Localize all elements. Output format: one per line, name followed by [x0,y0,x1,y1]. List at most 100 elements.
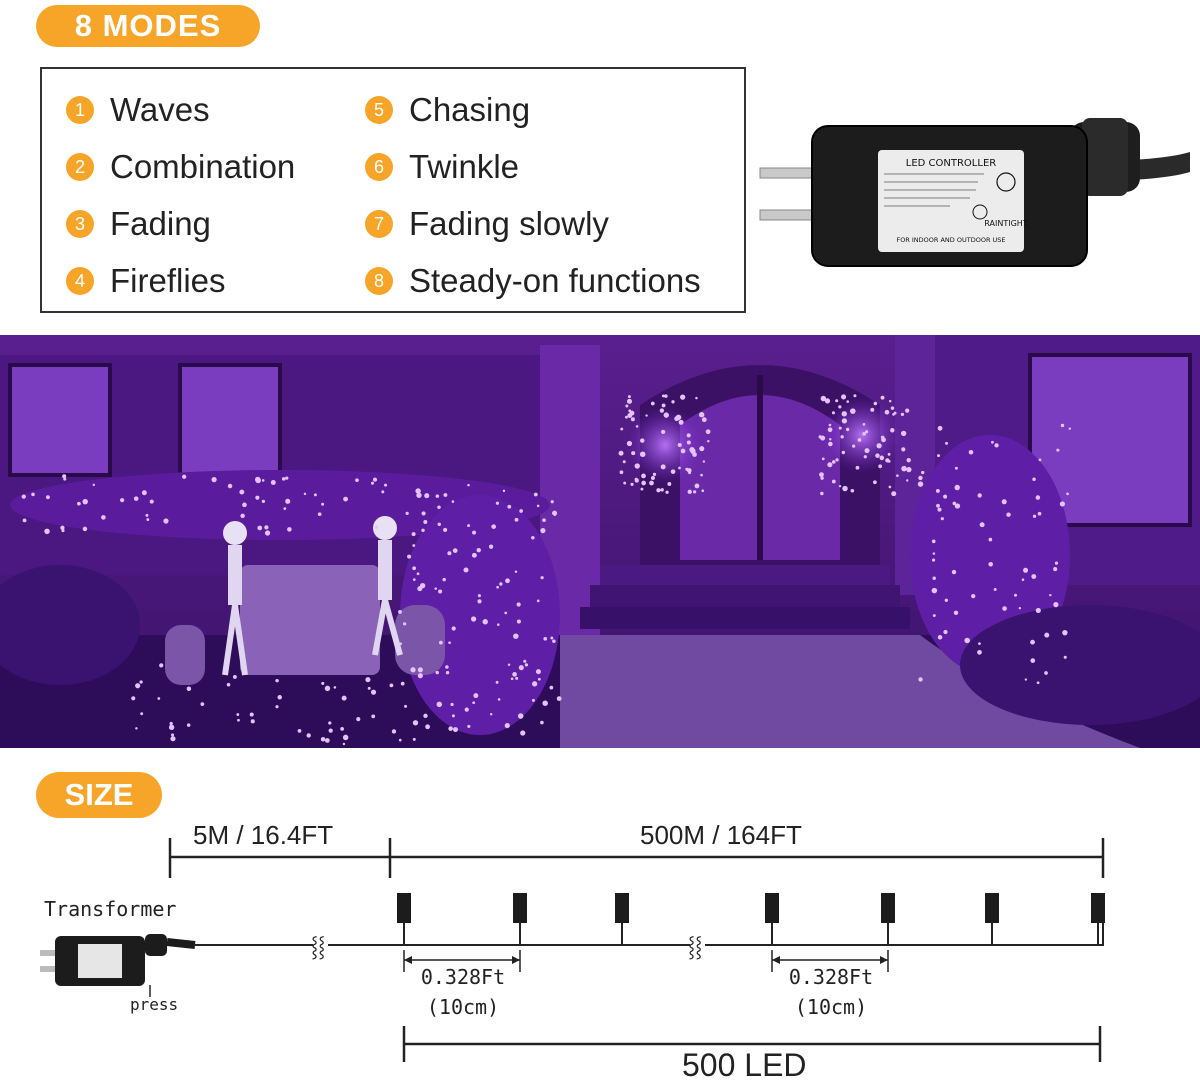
led-sparkle [407,554,412,559]
led-sparkle [937,635,943,640]
led-sparkle [324,738,330,743]
led-sparkle [896,474,899,478]
led-sparkle [535,669,541,675]
led-sparkle [504,722,510,729]
led-sparkle [182,474,187,479]
led-sparkle [467,524,471,528]
led-sparkle [887,452,891,456]
led-sparkle [1059,501,1066,507]
led-sparkle [665,490,669,494]
led-sparkle [661,429,666,435]
led-sparkle [277,695,282,700]
size-title: SIZE [64,777,134,812]
mode-number-badge: 7 [365,210,393,238]
led-sparkle [442,577,446,582]
led-sparkle [857,438,862,442]
led-sparkle [365,677,371,683]
led-sparkle [452,548,458,553]
led-sparkle [671,400,675,404]
led-sparkle [932,614,936,617]
modes-list-box: 1 Waves 2 Combination 3 Fading 4 Firefli… [40,67,746,313]
led-sparkle [63,477,67,481]
led-sparkle [842,485,848,492]
led-sparkle [400,681,405,686]
led-sparkle [901,465,907,472]
led-bulb [513,893,527,923]
led-sparkle [978,642,981,646]
led-sparkle [425,724,430,730]
led-sparkle [645,414,648,417]
led-sparkle [622,460,626,464]
led-sparkle [531,698,535,702]
mode-item-5: 5 Chasing [365,91,530,129]
led-sparkle [678,419,684,425]
led-sparkle [685,467,689,471]
led-sparkle [240,513,245,519]
led-sparkle [838,405,842,409]
led-sparkle [436,701,443,708]
led-sparkle [652,472,657,477]
led-sparkle [1021,578,1025,581]
led-sparkle [940,517,944,521]
mode-label: Fireflies [110,262,226,299]
led-sparkle [464,707,469,712]
led-sparkle [131,696,136,701]
led-bulb [765,893,779,923]
mode-label: Combination [110,148,296,185]
led-sparkle [343,496,349,502]
led-sparkle [631,451,636,456]
led-sparkle [270,480,276,485]
led-sparkle [1060,423,1065,428]
led-sparkle [135,727,138,730]
led-sparkle [552,639,556,643]
led-sparkle [1002,606,1007,611]
porch-step [580,607,910,629]
led-sparkle [186,686,192,691]
led-sparkle [906,466,912,473]
led-sparkle [275,705,279,709]
wire-break-icon: ⸾⸾ [688,934,702,960]
led-sparkle [405,511,409,515]
led-sparkle [701,489,705,493]
led-sparkle [821,457,825,461]
led-sparkle [367,686,371,690]
led-sparkle [306,733,311,738]
led-sparkles [21,394,1072,746]
led-sparkle [31,492,35,497]
led-sparkle [507,504,512,509]
led-sparkle [906,479,909,482]
led-sparkle [507,663,511,666]
led-sparkle [421,511,426,516]
led-sparkle [838,426,842,430]
led-sparkle [1023,567,1029,573]
led-sparkle [667,482,672,486]
led-sparkle [356,717,361,722]
led-sparkle [626,398,633,404]
led-sparkle [514,517,519,522]
hay-bale-prop [240,565,380,675]
led-sparkle [157,697,161,700]
led-sparkle [680,448,686,454]
mode-item-2: 2 Combination [66,148,295,186]
led-sparkle [921,470,925,475]
led-sparkle [451,500,455,503]
led-sparkle [317,512,322,516]
led-sparkle [139,680,143,684]
led-sparkle [627,395,631,399]
led-sparkle [845,427,850,432]
led-sparkle [477,599,482,604]
led-sparkle [831,479,836,484]
modes-title: 8 MODES [74,8,222,43]
led-sparkle [918,677,923,682]
led-sparkle [237,718,240,722]
led-sparkle [285,476,289,480]
led-sparkle [448,726,453,731]
led-sparkle [640,487,644,491]
led-sparkle [630,417,635,422]
led-sparkle [285,498,291,504]
led-sparkle [629,410,635,416]
led-sparkle [186,723,191,727]
wire-break-icon: ⸾⸾ [311,934,325,960]
led-sparkle [1001,499,1007,505]
led-sparkle [994,443,999,448]
